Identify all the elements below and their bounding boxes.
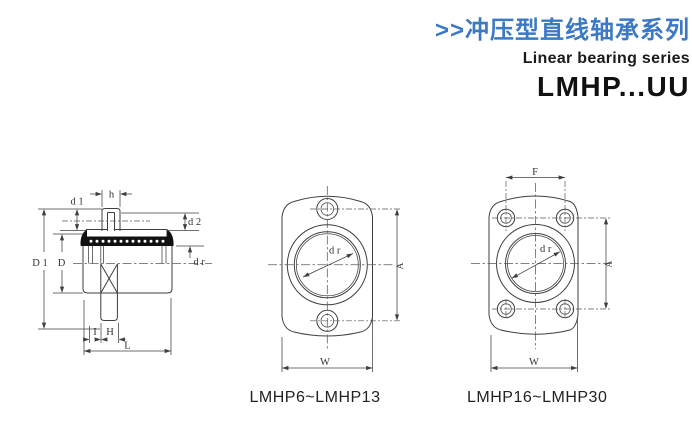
ball-row: [89, 239, 165, 243]
grease-boss: [101, 208, 121, 231]
square-flange-view: F d r A W: [471, 167, 615, 372]
dim-label-dr-oval: d r: [329, 246, 341, 257]
dim-label-I: I: [93, 327, 97, 338]
oval-flange-view: d r A W: [268, 186, 406, 372]
dim-label-W-square: W: [529, 357, 539, 368]
header: >>冲压型直线轴承系列 Linear bearing series LMHP..…: [435, 16, 690, 102]
caption-oval-flange: LMHP6~LMHP13: [249, 389, 381, 406]
model-code: LMHP...UU: [537, 71, 690, 102]
dim-label-D: D: [58, 258, 66, 269]
dim-label-F: F: [532, 167, 538, 178]
series-subtitle-en: Linear bearing series: [522, 50, 690, 67]
dim-label-D1: D 1: [32, 258, 47, 269]
caption-square-flange: LMHP16~LMHP30: [467, 389, 608, 406]
dim-label-d2: d 2: [188, 217, 201, 228]
side-section-view: h d 1 d 2 D 1: [32, 190, 212, 355]
dim-label-A-oval: A: [396, 262, 406, 269]
series-title-zh: >>冲压型直线轴承系列: [434, 17, 690, 44]
dim-label-h: h: [109, 190, 115, 201]
dim-label-H: H: [106, 327, 114, 338]
dim-label-W-oval: W: [320, 357, 330, 368]
dim-label-dr-side: d r: [194, 257, 206, 268]
dim-label-A-square: A: [605, 260, 615, 267]
dim-label-d1: d 1: [70, 197, 83, 208]
dim-label-dr-square: d r: [540, 244, 552, 255]
dim-label-L: L: [124, 341, 130, 352]
